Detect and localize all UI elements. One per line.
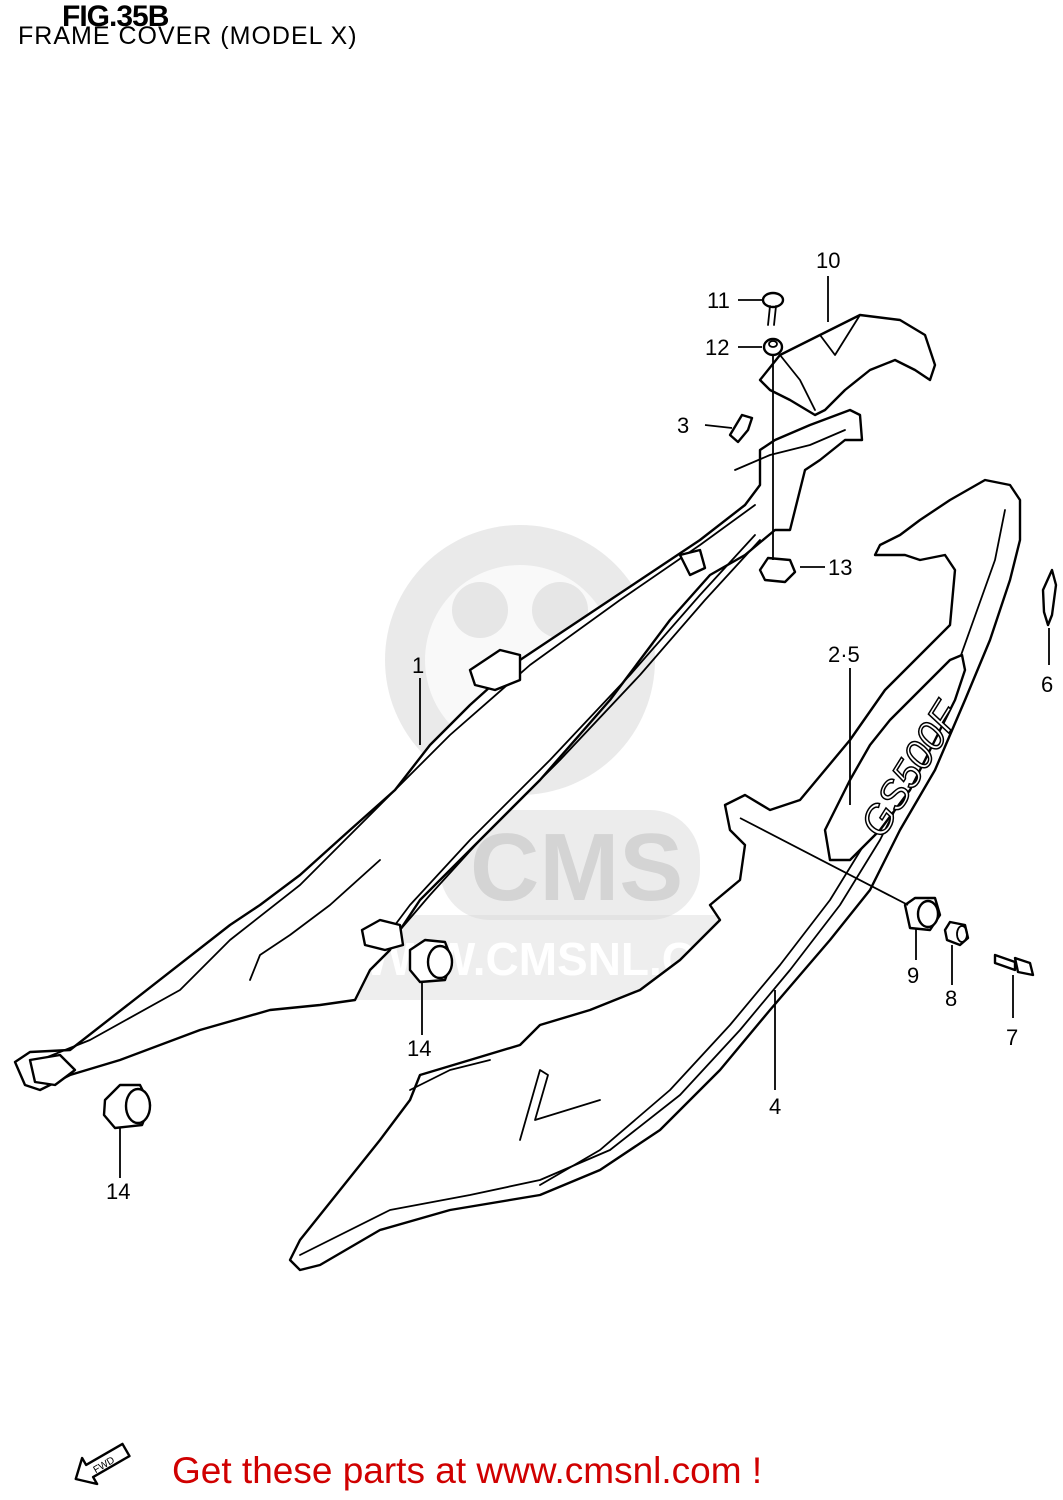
part-8-collar: [943, 920, 970, 947]
leader-lines: [119, 276, 1050, 1178]
callout-11: 11: [707, 288, 730, 313]
part-1-frame-cover-left: [13, 408, 864, 1092]
callout-3: 3: [677, 413, 689, 438]
footer-cta-link[interactable]: Get these parts at www.cmsnl.com !: [172, 1450, 763, 1491]
part-9-cushion: [903, 896, 942, 932]
part-11-screw: [761, 291, 785, 326]
callout-7: 7: [1006, 1025, 1018, 1050]
part-14-cushion-a: [408, 938, 454, 984]
callout-13: 13: [828, 555, 852, 580]
part-10-bracket: [758, 313, 937, 417]
callout-6: 6: [1041, 672, 1053, 697]
callout-1: 1: [412, 653, 424, 678]
callout-8: 8: [945, 986, 957, 1011]
callout-2-5: 2·5: [828, 642, 860, 667]
part-12-grommet: [762, 337, 784, 357]
fwd-arrow-icon: FWD: [74, 1442, 131, 1486]
part-13-nut: [758, 556, 797, 584]
part-14-cushion-b: [102, 1083, 152, 1130]
fwd-label: FWD: [92, 1455, 117, 1476]
figure-title: FIG.35B: [62, 0, 169, 33]
callout-4: 4: [769, 1094, 781, 1119]
part-3-clip: [728, 413, 754, 444]
callout-14-b: 14: [106, 1179, 130, 1204]
callout-labels: 1 2·5 3 4 6 7 8 9 10 11 12 13 14 14: [106, 248, 1053, 1204]
callout-10: 10: [816, 248, 840, 273]
watermark-brand: CMS: [470, 814, 683, 921]
callout-14-a: 14: [407, 1036, 431, 1061]
part-7-bolt: [993, 953, 1035, 977]
callout-12: 12: [705, 335, 729, 360]
callout-9: 9: [907, 963, 919, 988]
figure-subtitle: FRAME COVER (MODEL X): [18, 22, 358, 50]
part-6-emblem: [1041, 568, 1058, 627]
